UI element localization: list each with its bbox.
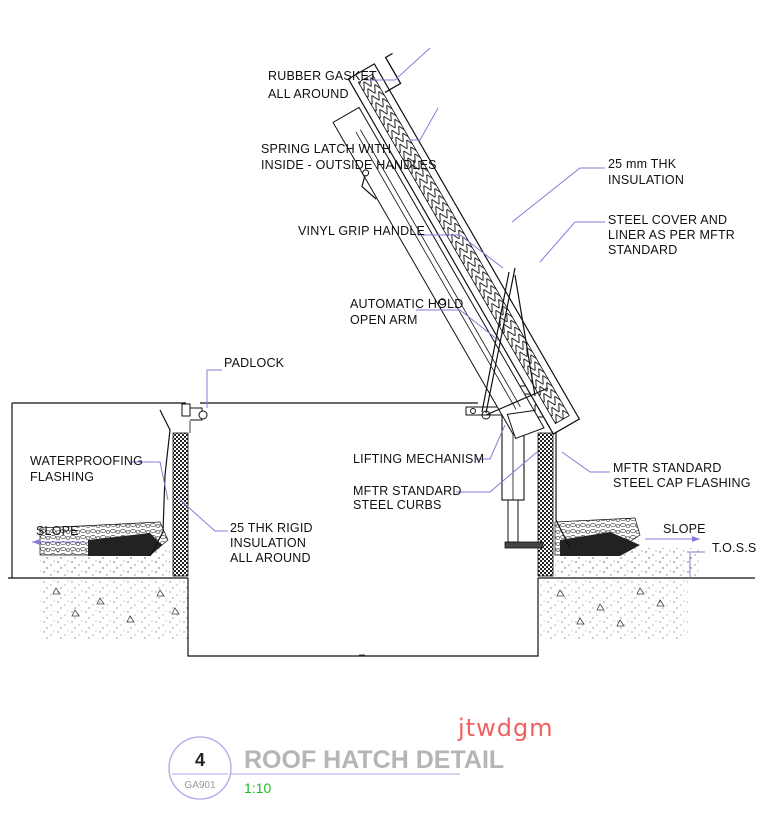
label-rubber-gasket-2: ALL AROUND bbox=[268, 87, 349, 101]
label-insulation-1: 25 mm THK bbox=[608, 157, 677, 171]
label-rigid-insulation-1: 25 THK RIGID bbox=[230, 521, 313, 535]
detail-number: 4 bbox=[195, 750, 205, 770]
label-spring-latch-2: INSIDE - OUTSIDE HANDLES bbox=[261, 158, 437, 172]
label-curbs-2: STEEL CURBS bbox=[353, 498, 442, 512]
hatch-cover-open bbox=[332, 52, 581, 440]
sheet-number: GA901 bbox=[184, 780, 216, 791]
label-waterproofing-2: FLASHING bbox=[30, 470, 94, 484]
label-slope-left: SLOPE bbox=[36, 524, 79, 538]
leader-lines bbox=[32, 47, 705, 578]
label-spring-latch-1: SPRING LATCH WITH bbox=[261, 142, 391, 156]
label-padlock: PADLOCK bbox=[224, 356, 285, 370]
label-waterproofing-1: WATERPROOFING bbox=[30, 454, 143, 468]
right-curb-assembly bbox=[501, 393, 641, 577]
callout-labels: RUBBER GASKET ALL AROUND SPRING LATCH WI… bbox=[30, 69, 756, 565]
label-steel-cover-3: STANDARD bbox=[608, 243, 677, 257]
label-cap-flashing-2: STEEL CAP FLASHING bbox=[613, 476, 751, 490]
left-curb-assembly bbox=[39, 403, 208, 577]
label-steel-cover-1: STEEL COVER AND bbox=[608, 213, 727, 227]
label-vinyl-grip: VINYL GRIP HANDLE bbox=[298, 224, 425, 238]
detail-title: ROOF HATCH DETAIL bbox=[244, 746, 504, 774]
label-cap-flashing-1: MFTR STANDARD bbox=[613, 461, 722, 475]
watermark-text: jtwdgm bbox=[457, 714, 554, 742]
label-steel-cover-2: LINER AS PER MFTR bbox=[608, 228, 735, 242]
label-toss: T.O.S.S bbox=[712, 541, 756, 555]
label-insulation-2: INSULATION bbox=[608, 173, 684, 187]
title-block: 4 GA901 ROOF HATCH DETAIL 1:10 bbox=[168, 736, 504, 800]
label-hold-arm-1: AUTOMATIC HOLD bbox=[350, 297, 463, 311]
label-curbs-1: MFTR STANDARD bbox=[353, 484, 462, 498]
label-slope-right: SLOPE bbox=[663, 522, 706, 536]
label-lifting-mechanism: LIFTING MECHANISM bbox=[353, 452, 484, 466]
label-hold-arm-2: OPEN ARM bbox=[350, 313, 418, 327]
detail-number-badge bbox=[168, 736, 232, 800]
detail-scale: 1:10 bbox=[244, 780, 271, 796]
label-rigid-insulation-2: INSULATION bbox=[230, 536, 306, 550]
label-rigid-insulation-3: ALL AROUND bbox=[230, 551, 311, 565]
label-rubber-gasket-1: RUBBER GASKET bbox=[268, 69, 377, 83]
